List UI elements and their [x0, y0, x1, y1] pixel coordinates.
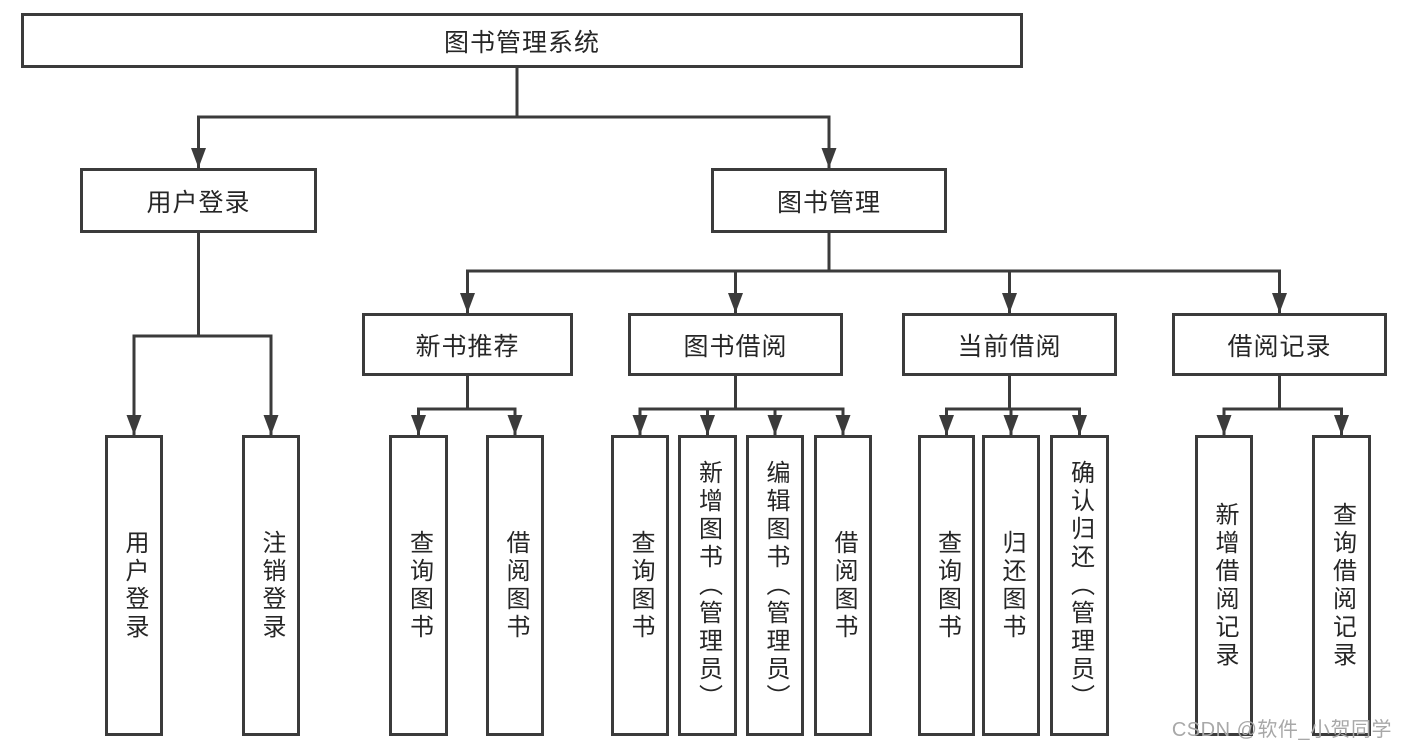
leaf-return-books: 归还图书	[982, 435, 1040, 736]
leaf-borrow-books: 借阅图书	[814, 435, 872, 736]
node-book-management: 图书管理	[711, 168, 947, 233]
leaf-edit-books-admin: 编辑图书（管理员）	[746, 435, 804, 736]
csdn-watermark: CSDN @软件_小贺同学	[1171, 719, 1392, 741]
node-new-book-recommend: 新书推荐	[362, 313, 573, 376]
leaf-user-login: 用户登录	[105, 435, 163, 736]
leaf-add-borrow-record: 新增借阅记录	[1195, 435, 1253, 736]
node-user-login: 用户登录	[80, 168, 317, 233]
node-library-system: 图书管理系统	[21, 13, 1023, 68]
node-current-borrowing: 当前借阅	[902, 313, 1117, 376]
leaf-borrow-books-recommend: 借阅图书	[486, 435, 544, 736]
leaf-logout: 注销登录	[242, 435, 300, 736]
leaf-query-books-current: 查询图书	[918, 435, 975, 736]
leaf-query-books-borrow: 查询图书	[611, 435, 669, 736]
leaf-query-borrow-record: 查询借阅记录	[1312, 435, 1371, 736]
leaf-add-books-admin: 新增图书（管理员）	[678, 435, 737, 736]
leaf-confirm-return-admin: 确认归还（管理员）	[1050, 435, 1109, 736]
node-book-borrowing: 图书借阅	[628, 313, 843, 376]
node-borrow-records: 借阅记录	[1172, 313, 1387, 376]
leaf-query-books-recommend: 查询图书	[389, 435, 448, 736]
